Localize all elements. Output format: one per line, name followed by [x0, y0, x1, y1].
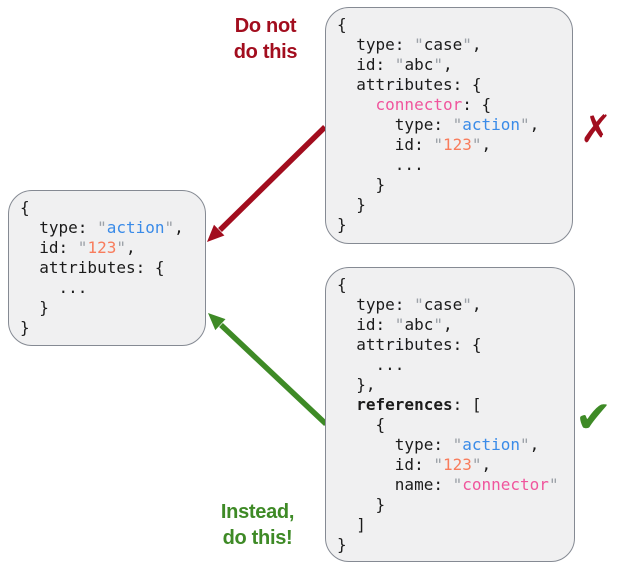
code-line: type: "action",: [337, 115, 540, 134]
code-line: id: "123",: [20, 238, 136, 257]
do-not-label-line1: Do not: [234, 15, 297, 37]
code-line: }: [337, 195, 366, 214]
code-line: type: "action",: [337, 435, 540, 454]
code-line: {: [337, 15, 347, 34]
code-line: ...: [337, 355, 405, 374]
code-line: attributes: {: [337, 335, 482, 354]
code-line: {: [20, 198, 30, 217]
code-line: }: [20, 298, 49, 317]
code-line: },: [337, 375, 376, 394]
cross-mark-icon: ✗: [580, 107, 612, 151]
code-line: }: [337, 215, 347, 234]
code-line: }: [20, 318, 30, 337]
code-line: id: "abc",: [337, 315, 453, 334]
code-line: }: [337, 495, 386, 514]
code-line: id: "123",: [337, 135, 492, 154]
instead-arrow: [208, 313, 328, 427]
instead-label-line2: do this!: [222, 527, 293, 549]
do-not-label: Do not do this: [218, 13, 313, 65]
code-line: type: "case",: [337, 295, 482, 314]
code-line: attributes: {: [337, 75, 482, 94]
code-line: connector: {: [375, 95, 492, 114]
code-line: {: [337, 275, 347, 294]
code-line: attributes: {: [20, 258, 165, 277]
code-line: }: [337, 175, 386, 194]
check-mark-icon: ✔: [575, 392, 612, 443]
do-not-label-line2: do this: [233, 41, 298, 63]
code-line: }: [337, 535, 347, 554]
code-line: type: "case",: [337, 35, 482, 54]
nested-connector-code-box: { type: "case", id: "abc", attributes: {…: [325, 7, 573, 244]
code-line: ...: [337, 155, 424, 174]
code-line: id: "abc",: [337, 55, 453, 74]
action-object-code-box: { type: "action", id: "123", attributes:…: [8, 190, 206, 346]
code-line: type: "action",: [20, 218, 184, 237]
code-line: {: [337, 415, 386, 434]
code-line: ...: [20, 278, 88, 297]
code-line: id: "123",: [337, 455, 492, 474]
code-line: ]: [337, 515, 366, 534]
code-line: references: [: [356, 395, 482, 414]
instead-label: Instead, do this!: [200, 499, 315, 551]
code-line: name: "connector": [337, 475, 559, 494]
instead-label-line1: Instead,: [220, 501, 295, 523]
references-code-box: { type: "case", id: "abc", attributes: {…: [325, 267, 575, 562]
do-not-arrow: [207, 125, 327, 242]
